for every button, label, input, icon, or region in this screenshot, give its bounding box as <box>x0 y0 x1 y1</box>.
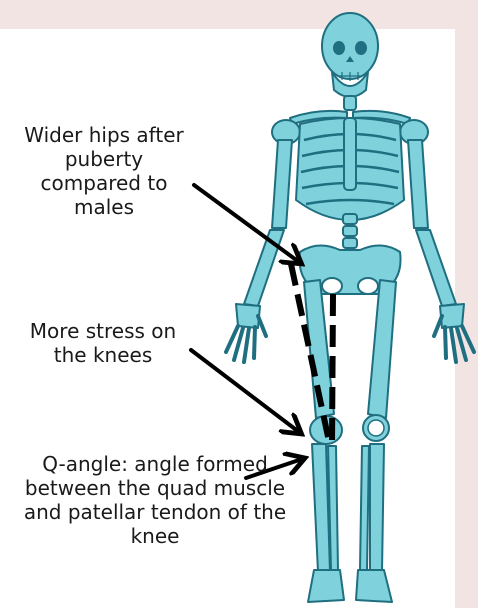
left-foot <box>308 570 344 602</box>
rib-cage <box>296 118 404 220</box>
left-tibia <box>312 444 330 572</box>
left-forearm <box>244 230 284 306</box>
patellar-tendon-line <box>332 294 333 446</box>
right-foot <box>356 570 392 602</box>
hips-label: Wider hips after puberty compared to mal… <box>12 123 196 219</box>
skull <box>322 13 378 97</box>
knee-stress-label: More stress on the knees <box>18 319 188 367</box>
right-humerus <box>408 140 428 228</box>
right-fibula <box>360 446 369 570</box>
right-hand <box>434 304 474 362</box>
right-femur <box>368 280 396 418</box>
right-forearm <box>416 230 456 306</box>
left-humerus <box>272 140 292 228</box>
right-tibia <box>370 444 384 572</box>
lumbar-spine <box>343 214 357 248</box>
left-hand <box>226 304 266 362</box>
q-angle-label: Q-angle: angle formed between the quad m… <box>10 452 300 548</box>
neck-vertebrae <box>344 96 356 110</box>
